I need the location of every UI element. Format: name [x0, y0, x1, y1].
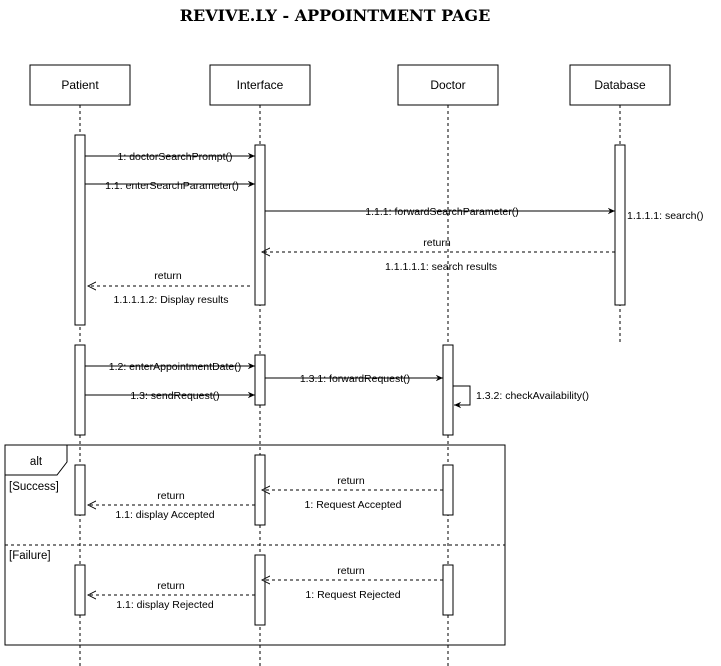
failure-message-label-doctor: 1: Request Rejected: [305, 589, 400, 601]
participant-doctor-label: Doctor: [430, 78, 465, 92]
message-label-1-3-1: 1.3.1: forwardRequest(): [300, 373, 410, 385]
message-label-1-3-2: 1.3.2: checkAvailability(): [476, 390, 589, 402]
message-label-1-1: 1.1: enterSearchParameter(): [105, 180, 239, 192]
diagram-title: REVIVE.LY - APPOINTMENT PAGE: [180, 6, 491, 25]
participant-database-label: Database: [594, 78, 646, 92]
participant-patient-label: Patient: [61, 78, 99, 92]
interface-activation-2: [254, 354, 266, 406]
alt-guard-failure: [Failure]: [9, 550, 51, 562]
failure-message-label-interface: 1.1: display Rejected: [116, 599, 214, 611]
success-message-label-doctor: 1: Request Accepted: [305, 499, 402, 511]
patient-activation-success: [74, 464, 86, 516]
participant-patient: Patient: [29, 64, 131, 106]
patient-activation-failure: [74, 564, 86, 616]
participant-interface: Interface: [209, 64, 311, 106]
message-label-1-3: 1.3: sendRequest(): [130, 390, 219, 402]
doctor-activation-1: [442, 344, 454, 436]
message-label-1-1-1-1-1: 1.1.1.1.1: search results: [385, 261, 497, 273]
participant-interface-label: Interface: [237, 78, 284, 92]
participant-doctor: Doctor: [397, 64, 499, 106]
interface-activation-1: [254, 144, 266, 306]
patient-activation-1: [74, 134, 86, 326]
alt-frame-label: alt: [30, 456, 43, 468]
doctor-activation-failure: [442, 564, 454, 616]
alt-guard-success: [Success]: [9, 481, 59, 493]
success-return-label-doctor: return: [337, 475, 365, 487]
interface-activation-failure: [254, 554, 266, 626]
message-label-1-2: 1.2: enterAppointmentDate(): [109, 361, 242, 373]
alt-frame-tag: [4, 444, 68, 476]
database-activation-1: [614, 144, 626, 306]
success-message-label-interface: 1.1: display Accepted: [115, 509, 214, 521]
message-label-1-1-1-1: 1.1.1.1: search(): [627, 210, 703, 222]
interface-activation-success: [254, 454, 266, 526]
message-label-1-1-1-1-2: 1.1.1.1.2: Display results: [114, 294, 229, 306]
return-label-database: return: [423, 237, 451, 249]
message-label-1-1-1: 1.1.1: forwardSearchParameter(): [365, 206, 518, 218]
success-return-label-interface: return: [157, 490, 185, 502]
return-label-interface: return: [154, 270, 182, 282]
self-call-arrow-1-3-2: [453, 385, 471, 409]
participant-database: Database: [569, 64, 671, 106]
failure-return-label-doctor: return: [337, 565, 365, 577]
message-label-1: 1: doctorSearchPrompt(): [118, 151, 233, 163]
failure-return-label-interface: return: [157, 580, 185, 592]
doctor-activation-success: [442, 464, 454, 516]
patient-activation-2: [74, 344, 86, 436]
